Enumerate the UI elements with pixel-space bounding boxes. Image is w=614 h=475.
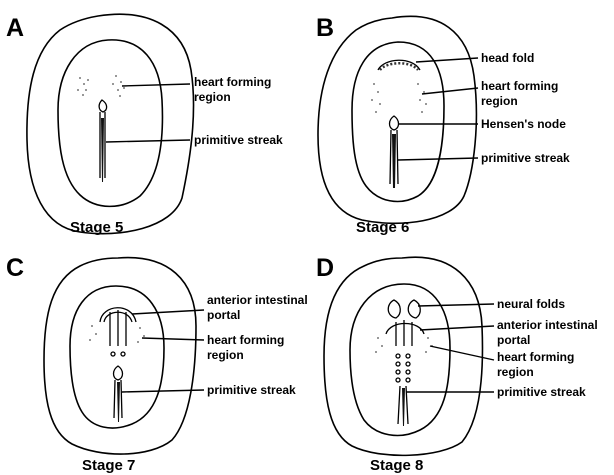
panel-b: B head fold heart forming region Hensen'… (316, 14, 570, 236)
panel-a-label-heart-forming: heart forming (194, 75, 271, 89)
panel-b-label-primitive-streak: primitive streak (481, 151, 570, 165)
panel-c-label-anterior-intestinal: anterior intestinal (207, 293, 308, 307)
panel-c-caption: Stage 7 (82, 457, 135, 474)
panel-a-primitive-streak-shape (99, 100, 107, 182)
panel-b-leader-primitive-streak (398, 158, 478, 160)
panel-d: D neural folds anteri (316, 254, 598, 474)
panel-a-outer-outline (27, 14, 194, 233)
panel-b-primitive-streak-shape (390, 116, 399, 188)
panel-d-label-heart-forming: heart forming (497, 350, 574, 364)
panel-c: C anterior intestinal portal heart formi… (6, 254, 308, 474)
panel-d-label-portal: portal (497, 333, 530, 347)
panel-c-primitive-streak-shape (114, 366, 123, 422)
panel-d-leader-neural-folds (418, 304, 494, 306)
panel-b-label-hensens-node: Hensen's node (481, 117, 566, 131)
panel-a-area-pellucida (58, 40, 162, 206)
panel-c-anterior-intestinal-portal-shape (100, 308, 136, 346)
panel-c-leader-heart-forming (142, 338, 204, 340)
panel-a: A heart forming region primitive streak … (6, 14, 283, 236)
panel-a-label-region: region (194, 90, 231, 104)
panel-d-caption: Stage 8 (370, 457, 423, 474)
panel-c-heart-forming-speckles (89, 325, 145, 343)
panel-a-heart-forming-speckles (77, 75, 125, 97)
panel-c-leader-anterior-intestinal (132, 310, 204, 314)
panel-b-label-heart-forming: heart forming (481, 79, 558, 93)
panel-b-label-head-fold: head fold (481, 51, 534, 65)
panel-c-label-primitive-streak: primitive streak (207, 383, 296, 397)
panel-b-head-fold-shape (378, 60, 420, 70)
panel-b-heart-forming-speckles (371, 83, 427, 113)
panel-d-letter: D (316, 254, 334, 282)
panel-d-somites (396, 354, 410, 382)
panel-c-letter: C (6, 254, 24, 282)
panel-c-somites (111, 352, 125, 356)
panel-a-leader-primitive-streak (106, 140, 190, 142)
panel-c-label-heart-forming: heart forming (207, 333, 284, 347)
panel-d-label-anterior-intestinal: anterior intestinal (497, 318, 598, 332)
panel-b-caption: Stage 6 (356, 219, 409, 236)
panel-a-leader-heart-forming (122, 84, 190, 86)
panel-a-letter: A (6, 14, 24, 42)
panel-c-label-portal: portal (207, 308, 240, 322)
panel-d-label-primitive-streak: primitive streak (497, 385, 586, 399)
panel-d-leader-heart-forming (430, 346, 494, 360)
panel-d-anterior-intestinal-portal-shape (386, 320, 424, 346)
panel-c-label-region: region (207, 348, 244, 362)
panel-b-leader-heart-forming (422, 88, 478, 94)
panel-d-label-neural-folds: neural folds (497, 297, 565, 311)
panel-d-label-region: region (497, 365, 534, 379)
panel-b-label-region: region (481, 94, 518, 108)
panel-a-label-primitive-streak: primitive streak (194, 133, 283, 147)
panel-b-letter: B (316, 14, 334, 42)
panel-d-neural-folds-shape (388, 300, 420, 318)
panel-c-outer-outline (44, 258, 196, 454)
panel-b-leader-head-fold (416, 58, 478, 62)
panel-a-caption: Stage 5 (70, 219, 123, 236)
